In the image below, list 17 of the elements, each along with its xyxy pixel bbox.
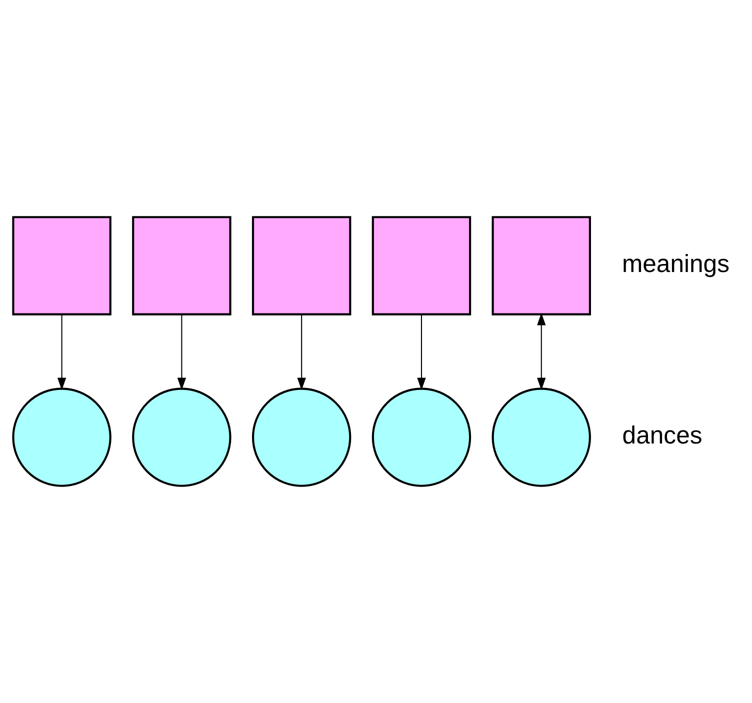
arrow bbox=[417, 314, 426, 390]
node-circle bbox=[132, 388, 232, 487]
node-box bbox=[132, 216, 232, 316]
node-circle bbox=[492, 388, 591, 487]
node-circle bbox=[252, 388, 352, 487]
node-circle bbox=[372, 388, 472, 487]
node-box bbox=[252, 216, 352, 316]
arrow bbox=[297, 314, 306, 390]
arrow bbox=[57, 314, 66, 390]
node-circle bbox=[12, 388, 112, 487]
node-box bbox=[492, 216, 591, 316]
label: meanings bbox=[622, 251, 730, 278]
node-box bbox=[12, 216, 112, 316]
arrow bbox=[537, 312, 546, 390]
arrow bbox=[177, 314, 186, 390]
node-box bbox=[372, 216, 472, 316]
label: dances bbox=[622, 422, 702, 450]
